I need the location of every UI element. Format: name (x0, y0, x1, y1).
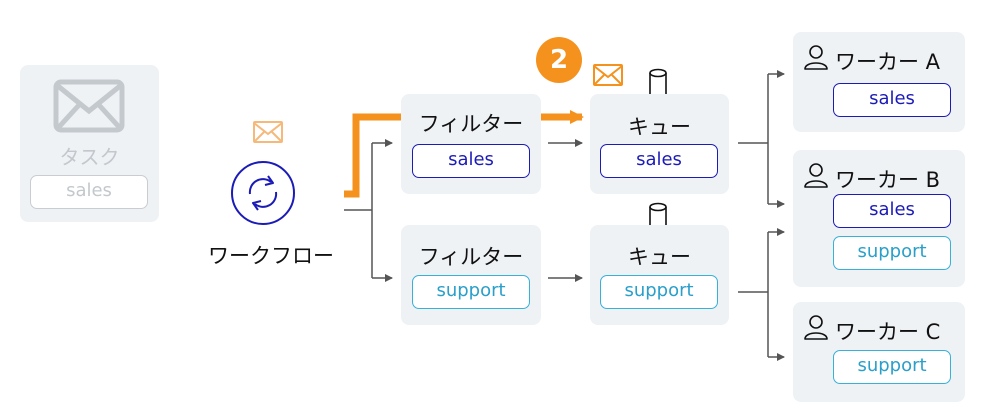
worker-title: ワーカー B (835, 168, 941, 192)
queue-tag-sales: sales (600, 144, 718, 178)
envelope-icon (253, 121, 283, 143)
task-title: タスク (59, 145, 120, 169)
task-card: タスク sales (20, 65, 159, 222)
queue-support-branch (738, 232, 769, 357)
envelope-icon (593, 64, 623, 86)
queue-title: キュー (628, 245, 691, 269)
step-badge: 2 (536, 37, 582, 83)
filter-title: フィルター (418, 245, 524, 269)
envelope-icon (53, 79, 125, 133)
filter-tag-sales: sales (412, 144, 530, 178)
workflow-label: ワークフロー (208, 244, 334, 268)
person-icon (804, 45, 828, 70)
worker-card-a: ワーカー A sales (793, 32, 965, 132)
queue-title: キュー (628, 115, 691, 139)
worker-card-b: ワーカー B sales support (793, 150, 965, 287)
task-tag: sales (30, 175, 148, 209)
worker-title: ワーカー C (835, 320, 941, 344)
step-badge-number: 2 (549, 45, 569, 75)
worker-tag-support: support (833, 350, 951, 384)
worker-tag-support: support (833, 236, 951, 270)
sync-icon (231, 161, 295, 225)
worker-tag-sales: sales (833, 194, 951, 228)
filter-card-support: フィルター support (401, 225, 541, 325)
person-icon (804, 315, 828, 340)
worker-tag-sales: sales (833, 83, 951, 117)
workflow-branch-line (344, 143, 373, 278)
queue-tag-support: support (600, 275, 718, 309)
queue-card-support: キュー support (590, 225, 729, 325)
filter-title: フィルター (418, 112, 524, 136)
worker-title: ワーカー A (835, 50, 941, 74)
filter-card-sales: フィルター sales (401, 94, 541, 194)
filter-tag-support: support (412, 275, 530, 309)
queue-sales-branch (738, 74, 769, 204)
queue-card-sales: キュー sales (590, 94, 729, 194)
person-icon (804, 163, 828, 188)
worker-card-c: ワーカー C support (793, 302, 965, 402)
